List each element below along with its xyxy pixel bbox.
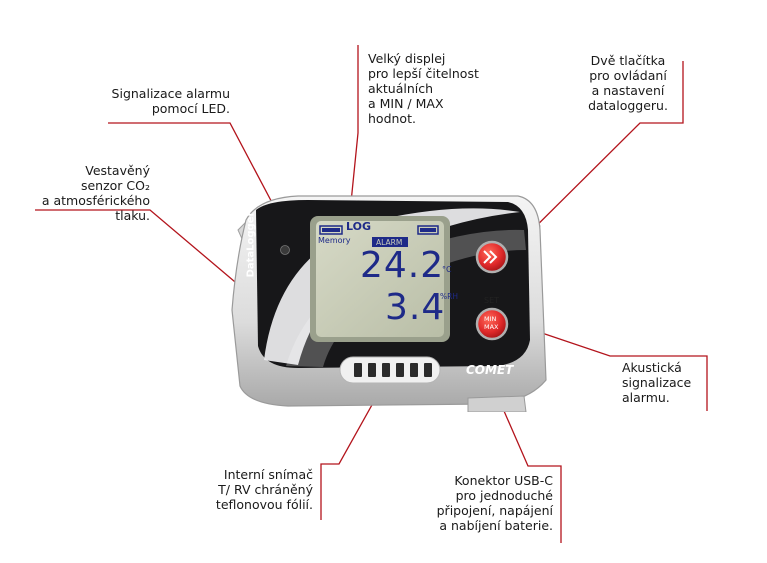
callout-internal-sensor: Interní snímač T/ RV chráněný teflonovou… <box>215 467 313 512</box>
line-internal-sensor <box>320 377 388 520</box>
callout-usb: Konektor USB-C pro jednoduché připojení,… <box>436 473 553 533</box>
callout-acoustic: Akustická signalizace alarmu. <box>622 360 692 405</box>
line-sensor-co2 <box>35 209 255 299</box>
line-usb <box>503 410 562 543</box>
device-brand-label: DataLogger <box>242 211 257 278</box>
set-label: SET <box>484 296 500 305</box>
callout-alarm-led: Signalizace alarmu pomocí LED. <box>111 86 230 116</box>
callout-sensor-co2-text: Vestavěný senzor CO₂ a atmosférického tl… <box>41 163 150 223</box>
minmax-button-label-max: MAX <box>484 323 499 331</box>
line-buttons <box>504 61 684 258</box>
datalogger-brand: DataLogger <box>245 211 257 278</box>
datalogger-device <box>231 195 547 412</box>
comet-logo: COMET <box>466 363 514 377</box>
callout-buttons: Dvě tlačítka pro ovládaní a nastavení da… <box>588 53 668 113</box>
minmax-button-label-min: MIN <box>484 315 497 323</box>
lcd-temperature-value: 24.2 <box>360 245 445 286</box>
lcd-log-label: LOG <box>346 220 371 233</box>
lcd-humidity-value: 3.4 <box>385 287 446 328</box>
lcd-memory-label: Memory <box>318 236 351 245</box>
callout-sensor-co2: Vestavěný senzor CO₂ a atmosférického tl… <box>20 148 150 223</box>
line-acoustic <box>535 330 708 411</box>
line-alarm-led <box>108 122 278 213</box>
callout-display: Velký displej pro lepší čitelnost aktuál… <box>368 51 479 126</box>
lcd-temperature-unit: °C <box>442 265 452 274</box>
lcd-alarm-badge: ALARM <box>376 238 403 247</box>
lcd-humidity-unit: %RH <box>440 292 458 301</box>
